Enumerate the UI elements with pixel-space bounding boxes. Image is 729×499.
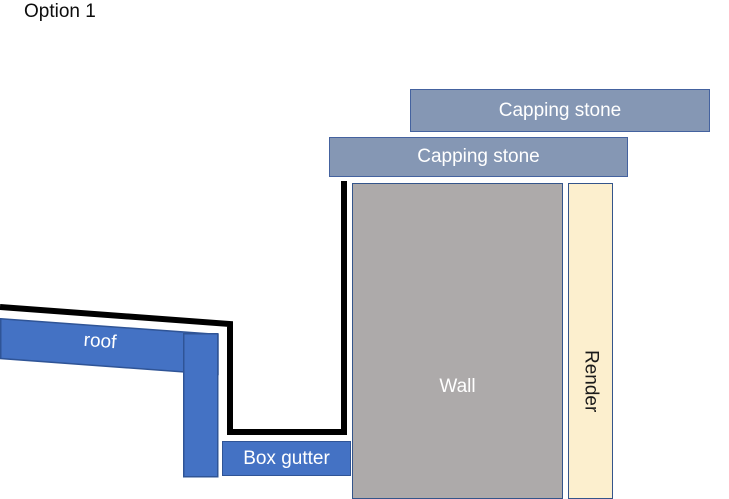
render-shape: Render [568, 183, 613, 499]
wall-label: Wall [439, 376, 476, 397]
capping-stone-mid: Capping stone [329, 137, 628, 177]
slide-title: Option 1 [24, 1, 96, 22]
capping-stone-top: Capping stone [410, 89, 710, 132]
box-gutter-shape: Box gutter [222, 441, 351, 476]
wall-shape: Wall [352, 183, 563, 499]
roof-upstand-shape [183, 333, 219, 478]
render-label: Render [580, 350, 602, 413]
membrane-line [0, 181, 347, 435]
capping-stone-mid-label: Capping stone [417, 146, 540, 167]
capping-stone-top-label: Capping stone [498, 99, 622, 121]
box-gutter-label: Box gutter [243, 447, 330, 469]
